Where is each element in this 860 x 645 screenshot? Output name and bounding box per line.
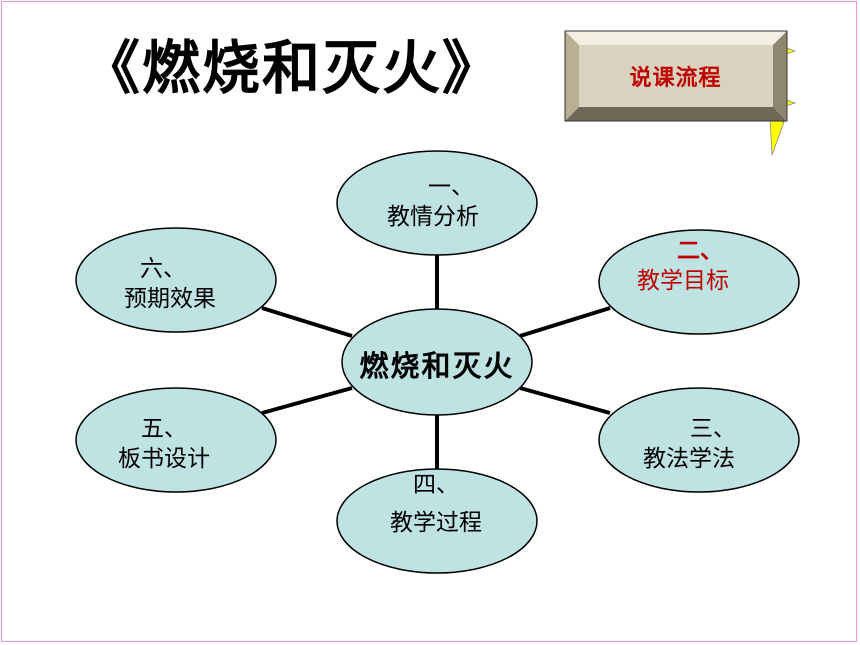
node-6: 六、 预期效果 (90, 254, 250, 314)
badge-bevel-right (773, 31, 787, 121)
node-2-label: 教学目标 (637, 268, 729, 294)
node-6-number: 六、 (140, 256, 186, 282)
pennant-bottom (769, 117, 785, 156)
node-ellipse-1 (336, 150, 538, 256)
connector-node-3 (519, 386, 611, 415)
center-label: 燃烧和灭火 (359, 349, 515, 383)
center-ellipse (341, 308, 533, 416)
slide-title: 《燃烧和灭火》 (82, 34, 503, 102)
node-4: 四、 教学过程 (360, 470, 520, 538)
node-6-label: 预期效果 (124, 286, 216, 312)
node-ellipse-3 (598, 387, 800, 493)
badge-label: 说课流程 (629, 65, 722, 91)
node-2-number: 二、 (677, 238, 723, 264)
connector-node-2 (519, 306, 611, 338)
node-5-number: 五、 (141, 416, 187, 442)
flow-badge[interactable]: 说课流程 (564, 30, 787, 122)
badge-bevel-left (565, 31, 579, 121)
node-1: 一、 教情分析 (357, 172, 517, 232)
connector-node-6 (261, 306, 353, 338)
connector-lines (261, 254, 611, 470)
node-3: 三、 教法学法 (620, 414, 770, 474)
badge-outline (564, 30, 788, 122)
node-3-label: 教法学法 (643, 446, 735, 472)
badge-face (579, 45, 773, 107)
badge-bevel-bottom (565, 107, 787, 121)
node-ellipse-5 (75, 387, 277, 493)
node-ellipse-4 (336, 468, 538, 574)
node-ellipse-2 (598, 229, 800, 335)
node-2: 二、 教学目标 (610, 236, 760, 296)
node-4-number: 四、 (413, 472, 459, 498)
node-4-label: 教学过程 (390, 510, 482, 536)
node-5: 五、 板书设计 (90, 414, 250, 474)
node-3-number: 三、 (690, 416, 736, 442)
connector-node-5 (261, 386, 353, 415)
node-1-label: 教情分析 (387, 204, 479, 230)
node-5-label: 板书设计 (118, 446, 210, 472)
node-ellipse-6 (75, 227, 277, 333)
node-1-number: 一、 (428, 174, 474, 200)
badge-bevel-top (565, 31, 787, 45)
